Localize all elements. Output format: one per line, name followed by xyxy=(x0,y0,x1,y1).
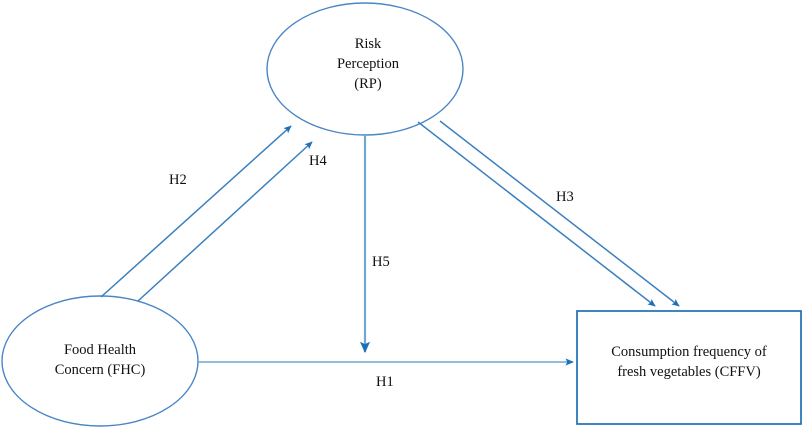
node-risk-perception-shape xyxy=(266,2,464,136)
edge-label-h4: H4 xyxy=(309,153,327,169)
node-food-health-concern-shape xyxy=(1,295,199,427)
edge-label-h3: H3 xyxy=(556,189,574,205)
edge-label-h5: H5 xyxy=(372,254,390,270)
edge-label-h1: H1 xyxy=(376,374,394,390)
node-consumption-frequency-shape xyxy=(576,310,802,425)
edge-h2-arrow xyxy=(100,125,292,298)
edge-h3-arrow-outer xyxy=(417,121,656,307)
edge-h4-arrow xyxy=(137,141,313,302)
edge-label-h2: H2 xyxy=(169,172,187,188)
edge-h3-arrow-inner xyxy=(439,120,680,307)
